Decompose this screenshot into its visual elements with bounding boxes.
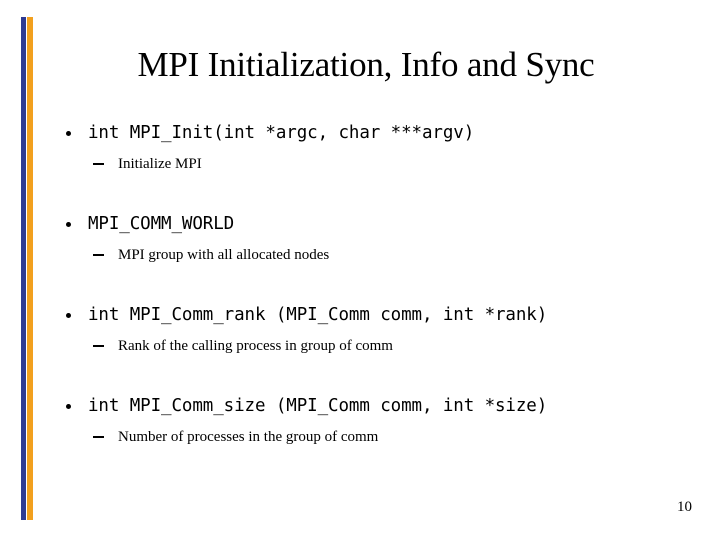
sub-bullet-text: Rank of the calling process in group of … [118, 338, 393, 354]
bullet-text: int MPI_Comm_rank (MPI_Comm comm, int *r… [88, 305, 548, 325]
bullet-item: int MPI_Init(int *argc, char ***argv) [60, 121, 680, 145]
bullet-dot-icon [66, 313, 71, 318]
sub-bullet-item: MPI group with all allocated nodes [60, 245, 680, 265]
bullet-text: int MPI_Init(int *argc, char ***argv) [88, 123, 475, 143]
sub-bullet-item: Rank of the calling process in group of … [60, 336, 680, 356]
sub-bullet-text: Number of processes in the group of comm [118, 429, 379, 445]
bullet-group: int MPI_Comm_size (MPI_Comm comm, int *s… [60, 394, 680, 485]
decorative-orange-bar [27, 17, 33, 520]
slide-title: MPI Initialization, Info and Sync [137, 45, 595, 84]
dash-icon [93, 345, 104, 347]
bullet-item: int MPI_Comm_size (MPI_Comm comm, int *s… [60, 394, 680, 418]
sub-bullet-text: MPI group with all allocated nodes [118, 247, 330, 263]
page-number: 10 [677, 499, 692, 515]
bullet-dot-icon [66, 404, 71, 409]
sub-bullet-item: Number of processes in the group of comm [60, 427, 680, 447]
dash-icon [93, 436, 104, 438]
bullet-dot-icon [66, 131, 71, 136]
bullet-item: int MPI_Comm_rank (MPI_Comm comm, int *r… [60, 303, 680, 327]
bullet-dot-icon [66, 222, 71, 227]
dash-icon [93, 163, 104, 165]
bullet-text: MPI_COMM_WORLD [88, 214, 235, 234]
dash-icon [93, 254, 104, 256]
bullet-group: MPI_COMM_WORLD MPI group with all alloca… [60, 212, 680, 303]
bullet-text: int MPI_Comm_size (MPI_Comm comm, int *s… [88, 396, 548, 416]
sub-bullet-text: Initialize MPI [118, 156, 202, 172]
decorative-blue-bar [21, 17, 26, 520]
bullet-item: MPI_COMM_WORLD [60, 212, 680, 236]
sub-bullet-item: Initialize MPI [60, 154, 680, 174]
slide-body: int MPI_Init(int *argc, char ***argv) In… [60, 121, 680, 485]
bullet-group: int MPI_Comm_rank (MPI_Comm comm, int *r… [60, 303, 680, 394]
bullet-group: int MPI_Init(int *argc, char ***argv) In… [60, 121, 680, 212]
